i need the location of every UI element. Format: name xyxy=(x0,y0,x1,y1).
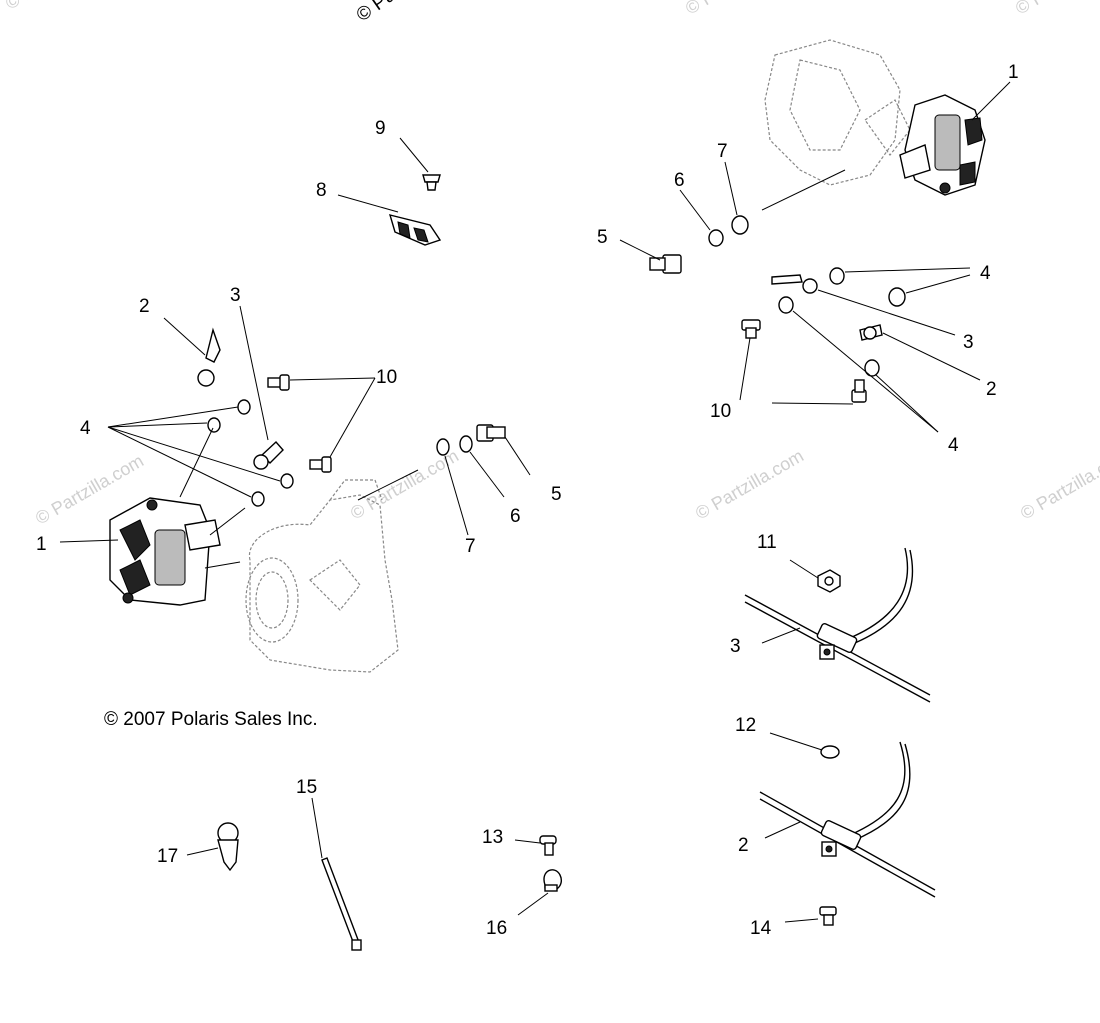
callout-7-right: 7 xyxy=(717,141,728,162)
watermark: © Partzilla.com xyxy=(2,0,117,13)
right-banjo-bolt xyxy=(859,324,883,341)
callout-17: 17 xyxy=(157,846,178,867)
bracket-clip xyxy=(388,214,442,246)
callout-2-left: 2 xyxy=(139,296,150,317)
right-mount-bolt xyxy=(649,254,682,274)
callout-10-left: 10 xyxy=(376,367,397,388)
watermark: © Partzilla.com xyxy=(692,445,807,523)
watermark: © Partzilla.com xyxy=(682,0,797,18)
watermark-layer: © Partzilla.com © Partzilla.com © Partzi… xyxy=(2,0,1100,528)
cable-tie-15 xyxy=(321,857,362,951)
brake-line-assembly-2 xyxy=(759,741,936,898)
left-knuckle-housing xyxy=(245,479,399,673)
right-bolt-upper xyxy=(741,319,761,339)
leader-lines xyxy=(59,81,1011,923)
callout-4-right-bottom: 4 xyxy=(948,435,959,456)
callout-3-right: 3 xyxy=(963,332,974,353)
callout-15: 15 xyxy=(296,777,317,798)
bolt-14 xyxy=(819,906,837,926)
callout-11: 11 xyxy=(757,532,777,553)
left-bolt-lower xyxy=(309,456,332,473)
washer-12 xyxy=(820,745,840,759)
callout-4-right-top: 4 xyxy=(980,263,991,284)
screw-9 xyxy=(422,174,441,191)
callout-labels: 1 1 2 2 2 3 3 3 4 4 4 5 5 6 6 7 7 8 9 10… xyxy=(36,62,1019,939)
callout-1-right: 1 xyxy=(1008,62,1019,83)
flange-nut-11 xyxy=(817,569,841,593)
callout-14: 14 xyxy=(750,918,772,939)
watermark: © Partzilla.com xyxy=(1012,0,1100,18)
callout-3-line: 3 xyxy=(730,636,741,657)
callout-5-left: 5 xyxy=(551,484,562,505)
callout-10-right: 10 xyxy=(710,401,731,422)
callout-9: 9 xyxy=(375,118,386,139)
left-bolt-upper xyxy=(267,374,290,391)
right-washers xyxy=(708,215,906,377)
callout-1-left: 1 xyxy=(36,534,47,555)
callout-6-left: 6 xyxy=(510,506,521,527)
clip-17 xyxy=(217,822,239,872)
callout-13: 13 xyxy=(482,827,503,848)
watermark: © Partzilla.com xyxy=(1017,445,1100,523)
left-washers xyxy=(207,399,473,507)
callout-8: 8 xyxy=(316,180,327,201)
left-banjo-bolt xyxy=(253,440,284,470)
copyright-notice: © 2007 Polaris Sales Inc. xyxy=(104,709,318,730)
callout-4-left: 4 xyxy=(80,418,91,439)
callout-7-left: 7 xyxy=(465,536,476,557)
right-knuckle-housing xyxy=(764,39,911,186)
callout-16: 16 xyxy=(486,918,507,939)
right-brake-line-fitting xyxy=(771,274,818,294)
watermark-stamp: © Pa xyxy=(353,0,400,26)
callout-12: 12 xyxy=(735,715,756,736)
left-brake-line-fitting xyxy=(197,327,221,387)
right-brake-caliper xyxy=(899,94,986,196)
left-brake-caliper xyxy=(109,497,221,606)
watermark: © Partzilla.com xyxy=(347,445,462,523)
callout-3-left: 3 xyxy=(230,285,241,306)
callout-2-line: 2 xyxy=(738,835,749,856)
callout-2-right: 2 xyxy=(986,379,997,400)
right-bolt-lower xyxy=(851,379,867,403)
callout-6-right: 6 xyxy=(674,170,685,191)
left-mount-bolt xyxy=(476,424,506,442)
callout-5-right: 5 xyxy=(597,227,608,248)
brake-line-assembly-3 xyxy=(744,547,931,703)
p-clamp-16 xyxy=(543,869,562,892)
screw-13 xyxy=(539,835,557,856)
